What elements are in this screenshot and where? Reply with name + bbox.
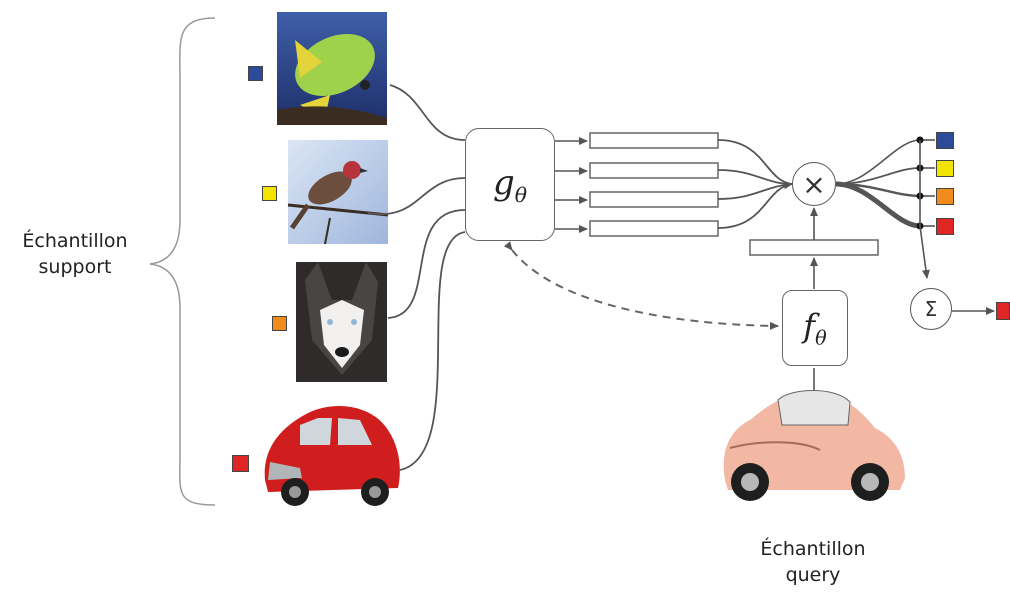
multiply-node: × xyxy=(792,162,836,206)
g-theta-label: gθ xyxy=(492,162,528,207)
support-label-line2: support xyxy=(38,256,112,278)
car-label-swatch xyxy=(232,455,249,472)
fish-image xyxy=(277,12,387,125)
g-output-arrows xyxy=(555,137,588,233)
final-output-swatch xyxy=(996,302,1010,320)
query-embedding xyxy=(749,239,879,256)
query-label-line2: query xyxy=(785,564,841,586)
husky-label-swatch xyxy=(272,316,287,331)
fish-connector xyxy=(389,84,466,141)
fish-label-swatch xyxy=(248,66,263,81)
query-sample-label: Échantillon query xyxy=(738,536,888,588)
multiply-symbol: × xyxy=(802,167,826,201)
swatches-to-sum-arrow xyxy=(919,140,930,279)
output-swatch-yellow xyxy=(936,160,954,177)
output-swatch-blue xyxy=(936,132,954,149)
f-theta-label: fθ xyxy=(803,306,827,350)
output-swatch-red xyxy=(936,218,954,235)
bird-image xyxy=(287,140,389,245)
f-theta-encoder: fθ xyxy=(782,290,848,366)
support-embeddings xyxy=(589,132,719,237)
car-connector xyxy=(399,231,466,471)
sum-symbol: Σ xyxy=(924,297,938,321)
support-set-label: Échantillon support xyxy=(0,228,150,280)
bird-label-swatch xyxy=(262,186,277,201)
pink-car-image xyxy=(723,390,905,501)
output-swatch-orange xyxy=(936,188,954,205)
embedding-to-multiply xyxy=(717,139,793,229)
husky-image xyxy=(296,262,387,382)
support-brace xyxy=(149,17,216,506)
sum-node: Σ xyxy=(910,288,952,330)
g-theta-encoder: gθ xyxy=(465,128,555,241)
query-label-line1: Échantillon xyxy=(760,538,866,560)
husky-connector xyxy=(387,209,466,319)
support-label-line1: Échantillon xyxy=(22,230,128,252)
bird-connector xyxy=(367,177,466,216)
red-car-image xyxy=(264,406,400,506)
shared-weights-arrow xyxy=(503,241,779,330)
